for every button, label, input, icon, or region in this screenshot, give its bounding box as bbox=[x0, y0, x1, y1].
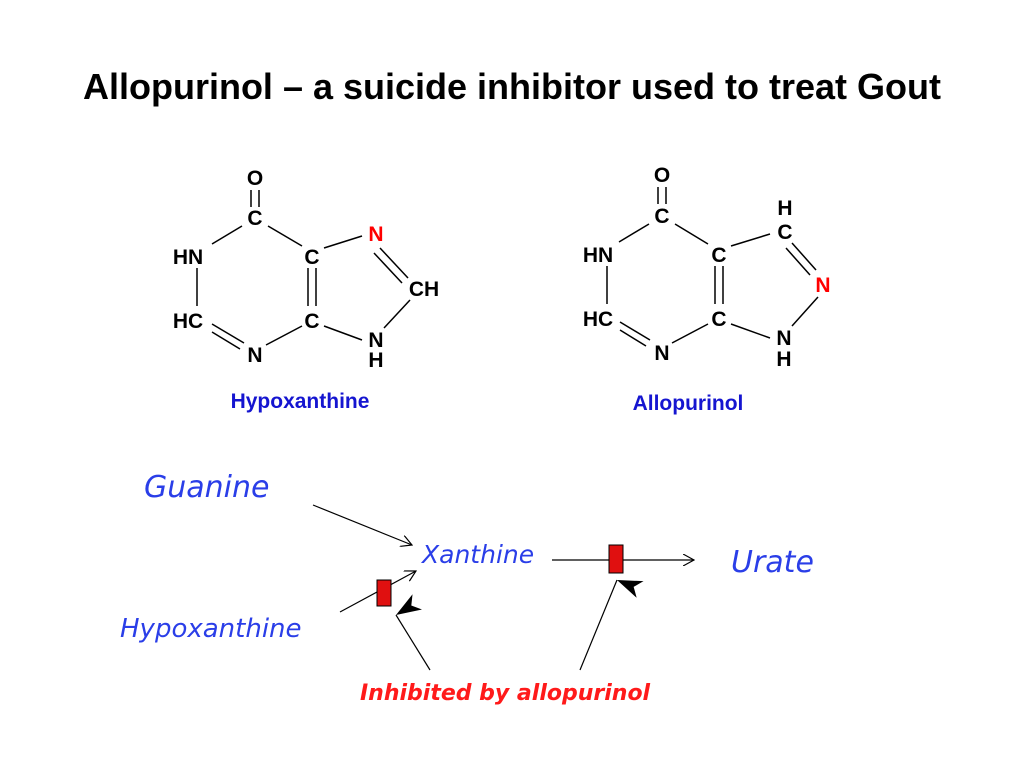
page-title: Allopurinol – a suicide inhibitor used t… bbox=[82, 66, 942, 107]
atom-o: O bbox=[654, 164, 670, 187]
bond-nred-ch-2 bbox=[373, 252, 403, 284]
atom-nh-h: H bbox=[368, 349, 383, 372]
bond-hc-n-1 bbox=[211, 323, 245, 344]
bond-ch-nred-1 bbox=[791, 242, 817, 271]
atom-nh-n: N bbox=[368, 329, 383, 352]
inhibition-pointer-left bbox=[395, 594, 431, 671]
arrow-guanine-xanthine bbox=[312, 504, 412, 545]
atom-c-lower-fused: C bbox=[304, 310, 319, 333]
atom-nh-n: N bbox=[776, 327, 791, 350]
purine-degradation-pathway: Guanine Hypoxanthine Xanthine Urate Inhi… bbox=[120, 470, 814, 706]
bond-hc-n-2 bbox=[619, 329, 647, 347]
atom-c-lower-fused: C bbox=[711, 308, 726, 331]
bond-c-cfused bbox=[674, 223, 709, 245]
atom-hc: HC bbox=[173, 310, 203, 333]
bond-hc-n-2 bbox=[211, 331, 241, 350]
bond-hc-n-1 bbox=[619, 321, 651, 341]
bond-clower-nh bbox=[323, 325, 363, 341]
urate-label: Urate bbox=[731, 545, 814, 580]
atom-o: O bbox=[247, 167, 263, 190]
atom-n-bottom: N bbox=[247, 344, 262, 367]
atom-ch-c: C bbox=[777, 221, 792, 244]
atom-n-bottom: N bbox=[654, 342, 669, 365]
bond-n-clower bbox=[671, 323, 709, 344]
allopurinol-structure: O C HN HC N C C H C N N H bbox=[583, 164, 831, 371]
atom-nh-h: H bbox=[776, 348, 791, 371]
bond-clower-nh bbox=[730, 323, 771, 339]
bond-c-cfused bbox=[267, 225, 303, 247]
atom-hc: HC bbox=[583, 308, 613, 331]
atom-c-upper-fused: C bbox=[711, 244, 726, 267]
bond-c-nred bbox=[323, 235, 363, 249]
bond-nred-nh bbox=[791, 296, 819, 327]
hypoxanthine-pathway-label: Hypoxanthine bbox=[120, 614, 302, 644]
bond-c-hn bbox=[211, 225, 243, 245]
inhibition-label: Inhibited by allopurinol bbox=[360, 681, 651, 706]
hypoxanthine-structure: O C HN HC N C C N CH N H bbox=[173, 167, 439, 372]
atom-c-top: C bbox=[247, 207, 262, 230]
bond-ch-nred-2 bbox=[785, 247, 811, 276]
bond-c-hn bbox=[618, 223, 650, 243]
bond-ch-nh bbox=[383, 299, 411, 329]
atom-hn: HN bbox=[173, 246, 203, 269]
guanine-label: Guanine bbox=[144, 470, 269, 505]
hypoxanthine-caption: Hypoxanthine bbox=[231, 390, 370, 413]
inhibition-block-xanthine bbox=[608, 544, 624, 574]
atom-ch: CH bbox=[409, 278, 439, 301]
atom-ch-h: H bbox=[777, 197, 792, 220]
atom-n-red: N bbox=[368, 223, 383, 246]
atom-n-red: N bbox=[815, 274, 830, 297]
allopurinol-caption: Allopurinol bbox=[633, 392, 744, 415]
bond-c-ch bbox=[730, 233, 771, 247]
inhibition-pointer-right bbox=[579, 579, 644, 671]
xanthine-label: Xanthine bbox=[420, 540, 534, 569]
bond-n-clower bbox=[265, 325, 303, 346]
atom-hn: HN bbox=[583, 244, 613, 267]
atom-c-upper-fused: C bbox=[304, 246, 319, 269]
bond-nred-ch-1 bbox=[379, 247, 409, 279]
atom-c-top: C bbox=[654, 205, 669, 228]
inhibition-block-hypoxanthine bbox=[376, 579, 392, 607]
